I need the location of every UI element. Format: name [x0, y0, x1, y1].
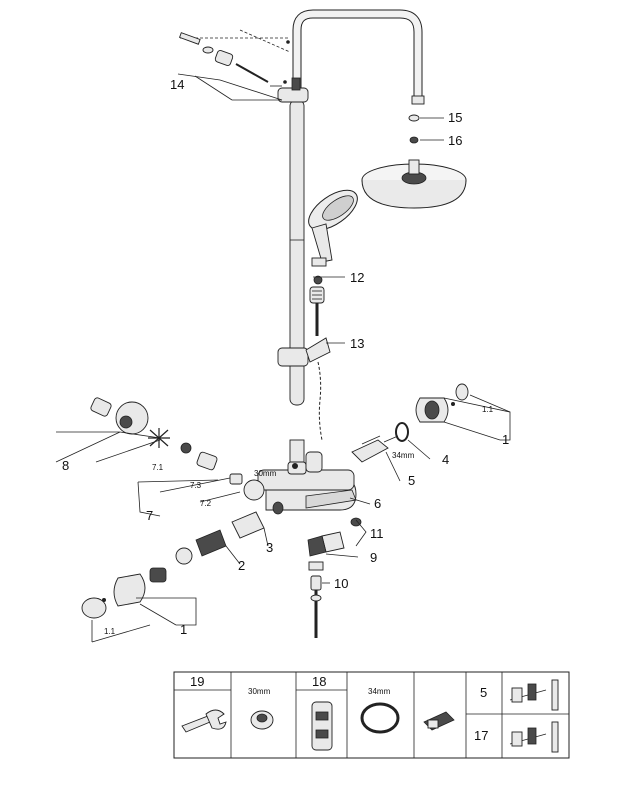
callout-2: 2: [238, 558, 245, 573]
callout-15: 15: [448, 110, 462, 125]
thermostat-body: [257, 439, 357, 511]
callout-9: 9: [370, 550, 377, 565]
spout-parts: [307, 517, 362, 638]
wall-anchor-set: [177, 29, 291, 101]
detail-17-icon: [509, 721, 559, 753]
left-connection-parts: [81, 397, 284, 619]
tool-size-30mm: 30mm: [248, 687, 271, 696]
callout-7-3: 7.3: [190, 481, 202, 490]
callout-1-bottom: 1: [180, 622, 187, 637]
callout-16: 16: [448, 133, 462, 148]
callout-7-2: 7.2: [200, 499, 212, 508]
callout-5: 5: [408, 473, 415, 488]
detail-5-icon: [509, 679, 559, 711]
callout-14: 14: [170, 77, 184, 92]
dimension-30mm: 30mm: [254, 469, 277, 478]
callout-10: 10: [334, 576, 348, 591]
ring-34mm-icon: [360, 702, 400, 734]
callout-8: 8: [62, 458, 69, 473]
tool-number-19: 19: [190, 674, 204, 689]
callout-1-1-top: 1.1: [482, 405, 494, 414]
callout-4: 4: [442, 452, 449, 467]
wrench-icon: [181, 709, 227, 733]
callout-7-1: 7.1: [152, 463, 164, 472]
slider-holder: [277, 337, 331, 441]
dimension-34mm: 34mm: [392, 451, 415, 460]
head-shower: [361, 114, 467, 209]
shower-riser-pipe: [277, 9, 425, 406]
tools-table: 19 30mm 18 34mm 5 17: [173, 671, 570, 759]
callout-11: 11: [370, 526, 384, 541]
connector-icon: [423, 711, 455, 731]
right-connection-parts: [351, 383, 469, 463]
callout-3: 3: [266, 540, 273, 555]
hand-shower: [308, 189, 358, 336]
nut-30mm-icon: [250, 710, 274, 730]
callout-7: 7: [146, 508, 153, 523]
tool-number-17: 17: [474, 728, 488, 743]
callout-13: 13: [350, 336, 364, 351]
callout-12: 12: [350, 270, 364, 285]
tool-number-5: 5: [480, 685, 487, 700]
callout-1-1-bottom: 1.1: [104, 627, 116, 636]
callout-6: 6: [374, 496, 381, 511]
callout-labels: 15 16 14 12 13 1.1 1 4 34mm 5 6 11 9 10 …: [62, 77, 509, 637]
leader-lines: [55, 85, 511, 643]
socket-tool-icon: [311, 701, 333, 751]
tool-size-34mm: 34mm: [368, 687, 391, 696]
callout-1-top: 1: [502, 432, 509, 447]
tool-number-18: 18: [312, 674, 326, 689]
